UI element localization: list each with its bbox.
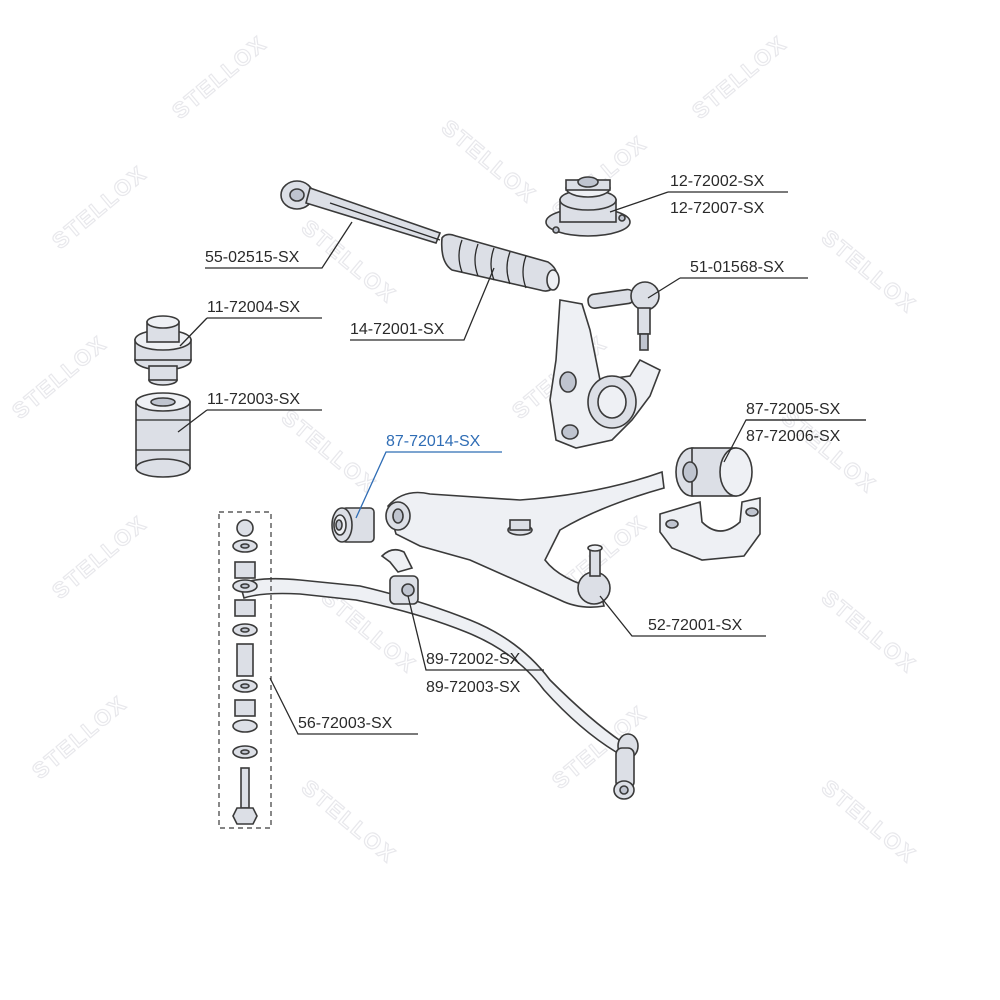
subframe-mount-bottom-part[interactable] [135,392,191,478]
steering-knuckle-part [549,299,662,449]
label-87-72006[interactable]: 87-72006-SX [746,428,841,445]
watermark-text: STELLOX [167,30,272,123]
label-89-72003[interactable]: 89-72003-SX [426,679,521,696]
watermark-text: STELLOX [817,585,922,678]
label-56-72003[interactable]: 56-72003-SX [298,715,393,732]
label-87-72014[interactable]: 87-72014-SX [386,433,481,450]
label-11-72003[interactable]: 11-72003-SX [207,391,300,408]
tie-rod-end-part[interactable] [587,281,660,351]
watermark-text: STELLOX [817,225,922,318]
strut-mount-part[interactable] [545,176,631,237]
lower-control-arm-part[interactable] [385,470,665,608]
label-89-72002[interactable]: 89-72002-SX [426,651,521,668]
label-51-01568[interactable]: 51-01568-SX [690,259,785,276]
label-87-72005[interactable]: 87-72005-SX [746,401,841,418]
watermark-text: STELLOX [7,330,112,423]
control-arm-rear-bushing-part[interactable] [675,447,753,497]
watermark-text: STELLOX [297,215,402,308]
label-52-72001[interactable]: 52-72001-SX [648,617,743,634]
stabilizer-bushing-part[interactable] [380,548,419,605]
tie-rod-part[interactable] [280,180,442,244]
label-11-72004[interactable]: 11-72004-SX [207,299,300,316]
watermark-text: STELLOX [817,775,922,868]
label-12-72002[interactable]: 12-72002-SX [670,173,765,190]
stabilizer-link-kit-part[interactable] [218,511,272,829]
link-kit-components [232,519,258,825]
label-14-72001[interactable]: 14-72001-SX [350,321,445,338]
steering-boot-part[interactable] [440,233,560,292]
control-arm-front-bushing-part[interactable] [331,507,375,543]
subframe-mount-top-part[interactable] [134,315,192,386]
leader-lines [177,191,866,735]
watermark-text: STELLOX [777,405,882,498]
part-labels: 55-02515-SX 14-72001-SX 12-72002-SX 12-7… [205,173,841,732]
watermark-text: STELLOX [27,690,132,783]
watermark-text: STELLOX [437,115,542,208]
bushing-bracket-part[interactable] [659,497,761,561]
watermark-text: STELLOX [47,510,152,603]
watermark-text: STELLOX [47,160,152,253]
label-12-72007[interactable]: 12-72007-SX [670,200,765,217]
watermark-text: STELLOX [277,405,382,498]
watermark-text: STELLOX [687,30,792,123]
label-55-02515[interactable]: 55-02515-SX [205,249,300,266]
watermark-text: STELLOX [297,775,402,868]
